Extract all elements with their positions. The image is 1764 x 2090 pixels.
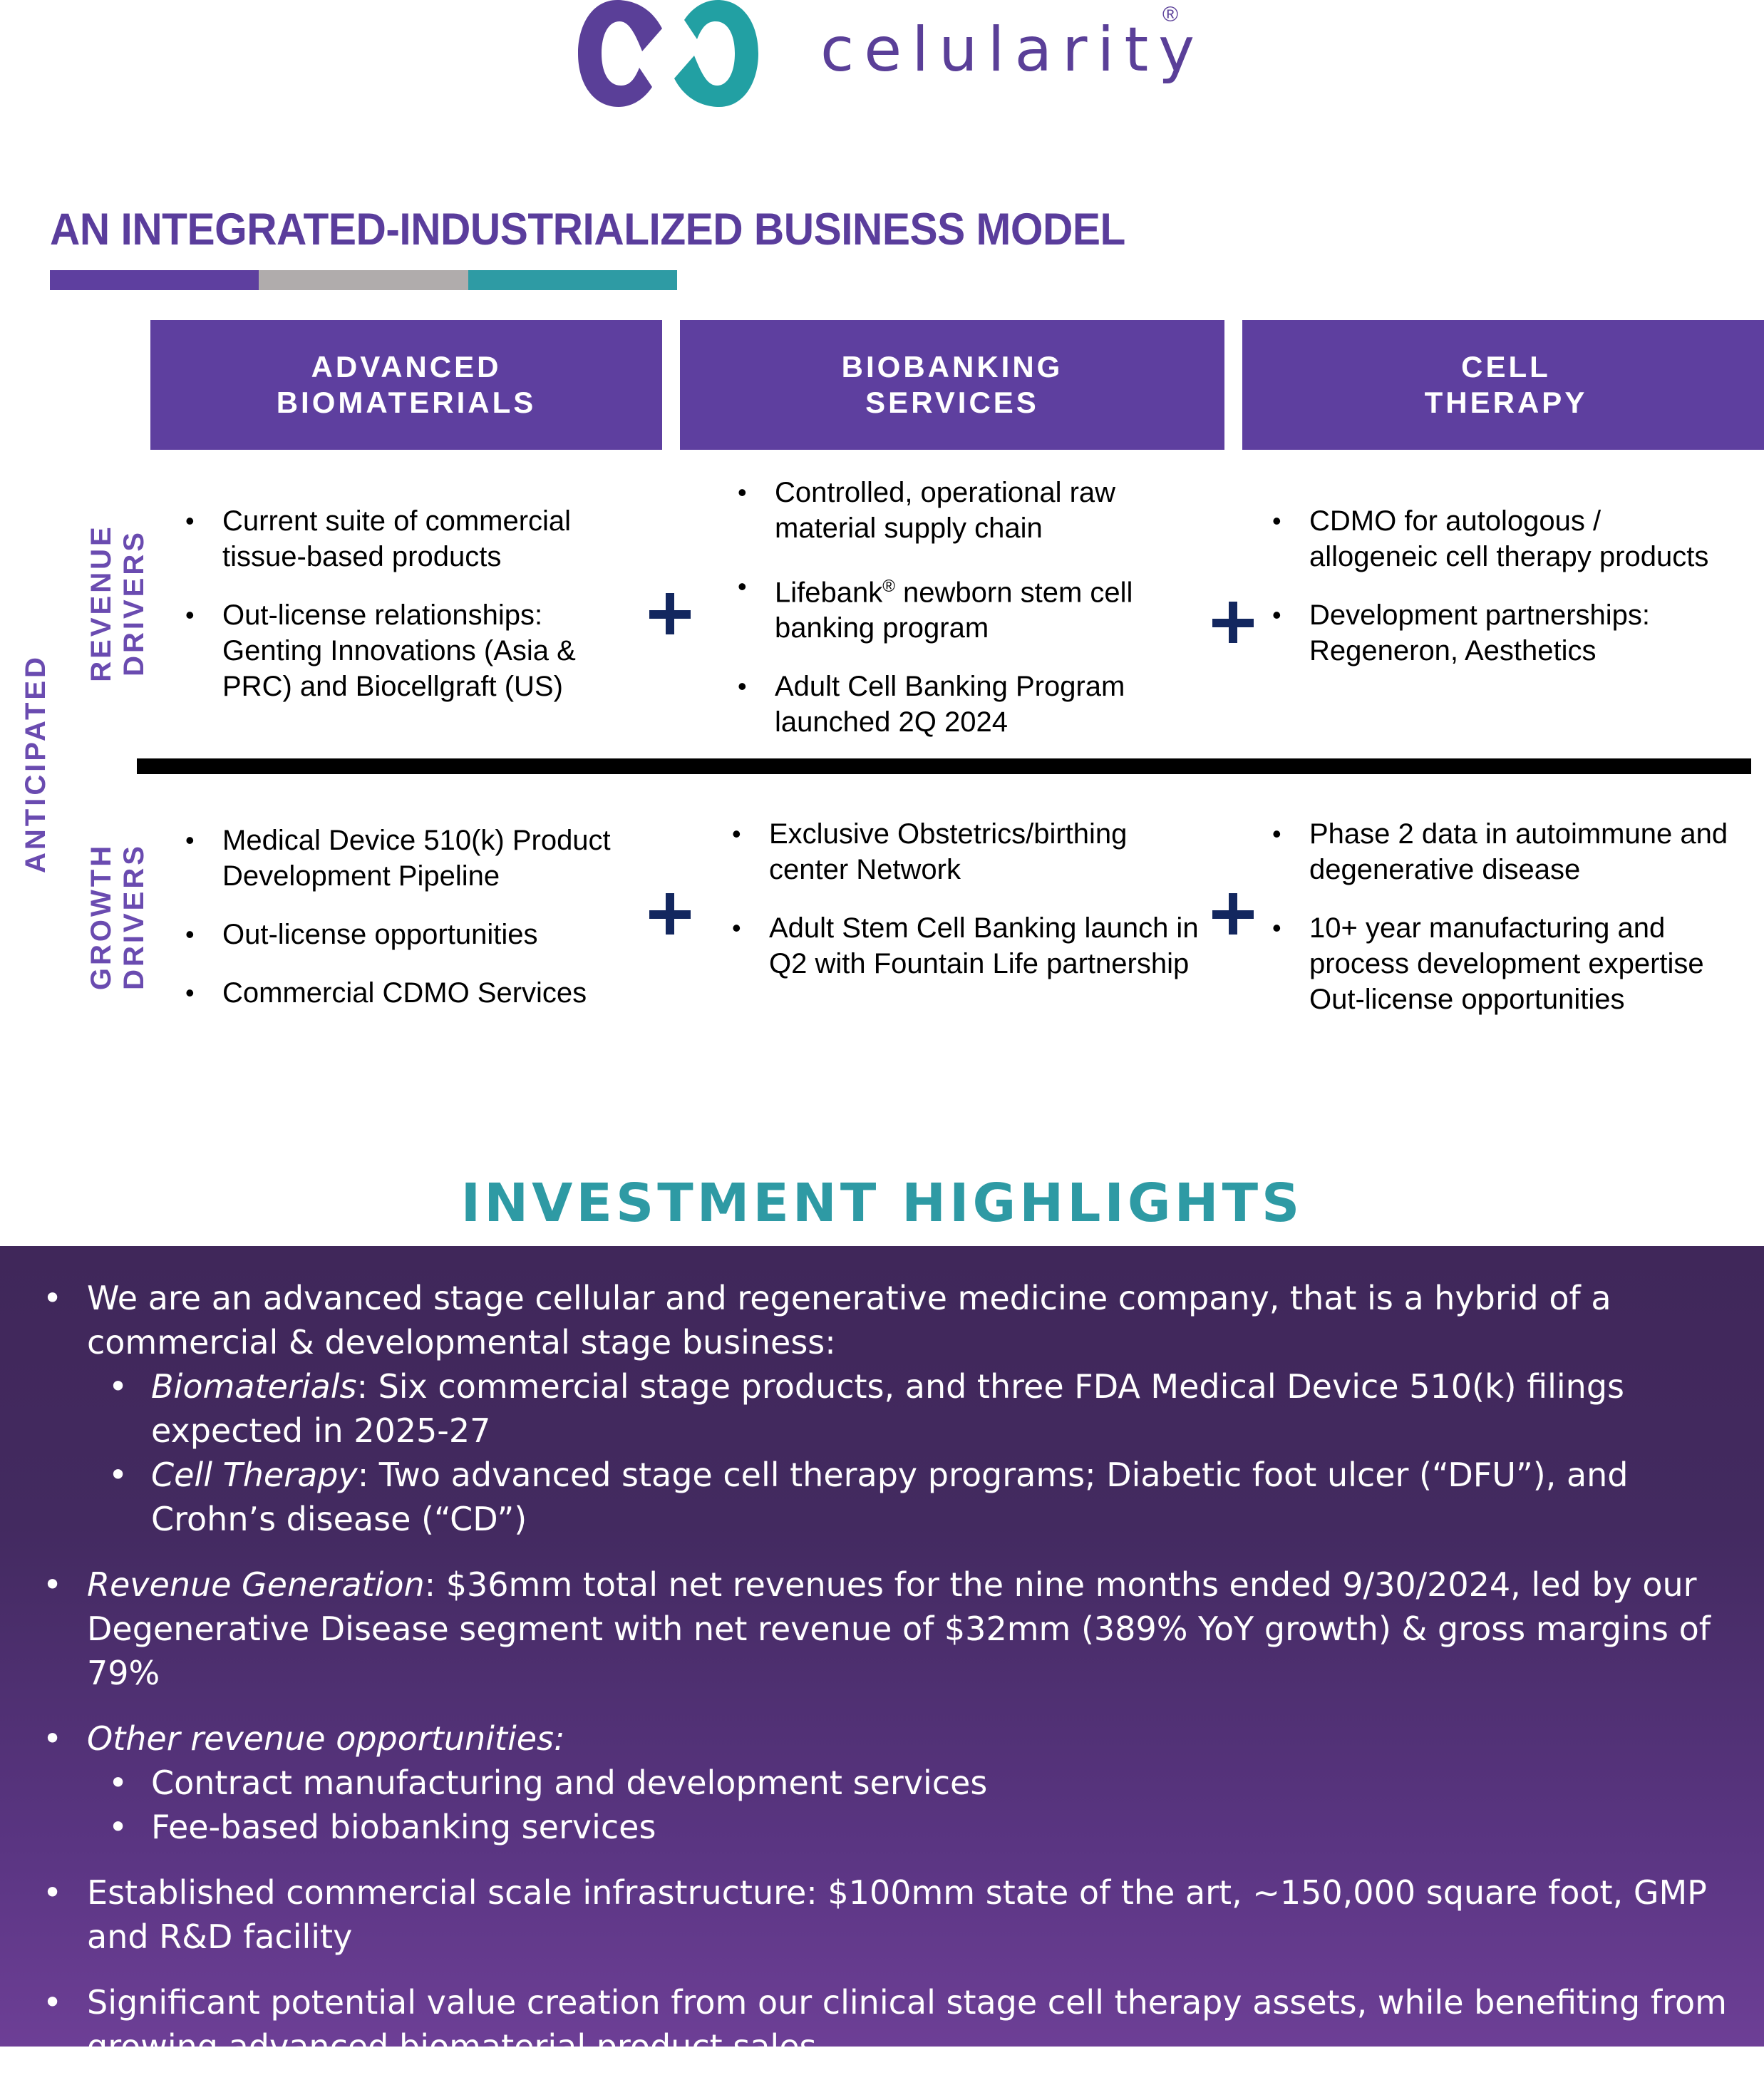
celularity-logo: celularity ® (578, 0, 1198, 107)
highlight-item: Significant potential value creation fro… (43, 1980, 1739, 2069)
revenue-label-line: DRIVERS (118, 530, 150, 676)
investment-highlights-panel: We are an advanced stage cellular and re… (0, 1246, 1764, 2066)
plus-icon (1212, 602, 1254, 643)
highlights-list: We are an advanced stage cellular and re… (43, 1276, 1739, 2090)
column-header-line: THERAPY (1424, 386, 1588, 419)
plus-icon (1212, 893, 1254, 935)
highlight-subitem-text: : Six commercial stage products, and thr… (151, 1367, 1624, 1450)
row-divider (137, 758, 1751, 774)
growth-drivers-cell-therapy: Phase 2 data in autoimmune and degenerat… (1272, 816, 1743, 1040)
brand-wordmark: celularity (820, 14, 1205, 86)
list-item: Development partnerships: Regeneron, Aes… (1272, 597, 1728, 669)
growth-label-line: DRIVERS (118, 843, 150, 990)
accent-bar-teal (468, 270, 677, 290)
column-header-line: CELL (1461, 350, 1551, 383)
list-item: Exclusive Obstetrics/birthing center Net… (732, 816, 1202, 887)
accent-bar-gray (259, 270, 468, 290)
highlight-subitem: Biomaterials: Six commercial stage produ… (108, 1364, 1739, 1453)
column-header-line: SERVICES (865, 386, 1039, 419)
growth-drivers-biobanking: Exclusive Obstetrics/birthing center Net… (732, 816, 1202, 1004)
growth-drivers-biomaterials: Medical Device 510(k) Product Developmen… (185, 823, 641, 1034)
revenue-label-line: REVENUE (86, 524, 117, 682)
plus-icon (649, 893, 691, 935)
list-item: CDMO for autologous / allogeneic cell th… (1272, 503, 1728, 575)
column-header-biobanking-services: BIOBANKING SERVICES (680, 320, 1224, 450)
list-item: Current suite of commercial tissue-based… (185, 503, 641, 575)
highlight-label: Revenue Generation (87, 1565, 425, 1604)
highlight-item: Established commercial scale infrastruct… (43, 1870, 1739, 1959)
logo-mark-icon (578, 0, 758, 107)
highlight-subitem: Fee-based biobanking services (108, 1805, 1739, 1849)
revenue-drivers-biobanking: Controlled, operational raw material sup… (738, 475, 1194, 763)
highlight-item: Revenue Generation: $36mm total net reve… (43, 1563, 1739, 1695)
investment-highlights-title: INVESTMENT HIGHLIGHTS (460, 1173, 1304, 1234)
revenue-drivers-label: REVENUE DRIVERS (85, 521, 150, 685)
section-title: AN INTEGRATED-INDUSTRIALIZED BUSINESS MO… (50, 205, 1125, 254)
list-item: Out-license opportunities (185, 917, 641, 952)
growth-label-line: GROWTH (86, 843, 117, 991)
revenue-drivers-cell-therapy: CDMO for autologous / allogeneic cell th… (1272, 503, 1728, 691)
registered-mark: ® (1162, 3, 1179, 26)
revenue-drivers-biomaterials: Current suite of commercial tissue-based… (185, 503, 641, 727)
list-item: Controlled, operational raw material sup… (738, 475, 1194, 546)
list-item: Phase 2 data in autoimmune and degenerat… (1272, 816, 1743, 887)
highlight-subitem: Cell Therapy: Two advanced stage cell th… (108, 1453, 1739, 1541)
column-header-line: ADVANCED (311, 350, 502, 383)
highlight-text: We are an advanced stage cellular and re… (87, 1279, 1611, 1361)
column-header-line: BIOBANKING (841, 350, 1063, 383)
list-item: 10+ year manufacturing and process devel… (1272, 910, 1743, 1017)
highlight-subitem-text: : Two advanced stage cell therapy progra… (151, 1456, 1629, 1538)
highlight-item: We are an advanced stage cellular and re… (43, 1276, 1739, 1541)
highlight-text: : $36mm total net revenues for the nine … (87, 1565, 1711, 1692)
highlight-subitem-label: Biomaterials (151, 1367, 357, 1406)
highlight-sublist: Biomaterials: Six commercial stage produ… (87, 1364, 1739, 1541)
column-header-line: BIOMATERIALS (276, 386, 537, 419)
highlight-subitem-label: Cell Therapy (151, 1456, 358, 1494)
column-header-advanced-biomaterials: ADVANCED BIOMATERIALS (150, 320, 662, 450)
accent-color-bar (50, 270, 677, 290)
list-item: Medical Device 510(k) Product Developmen… (185, 823, 641, 894)
plus-icon (649, 593, 691, 634)
accent-bar-purple (50, 270, 259, 290)
growth-drivers-label: GROWTH DRIVERS (85, 835, 150, 999)
column-header-cell-therapy: CELL THERAPY (1242, 320, 1764, 450)
highlight-item: Other revenue opportunities: Contract ma… (43, 1716, 1739, 1849)
anticipated-label: ANTICIPATED (20, 654, 51, 873)
list-item: Adult Stem Cell Banking launch in Q2 wit… (732, 910, 1202, 982)
highlight-subitem: Contract manufacturing and development s… (108, 1761, 1739, 1805)
list-item: Out-license relationships: Genting Innov… (185, 597, 641, 704)
list-item: Commercial CDMO Services (185, 975, 641, 1011)
list-item: Adult Cell Banking Program launched 2Q 2… (738, 669, 1194, 740)
highlight-label: Other revenue opportunities: (87, 1719, 565, 1758)
list-item: Lifebank® newborn stem cell banking prog… (738, 569, 1194, 646)
highlight-sublist: Contract manufacturing and development s… (87, 1761, 1739, 1849)
